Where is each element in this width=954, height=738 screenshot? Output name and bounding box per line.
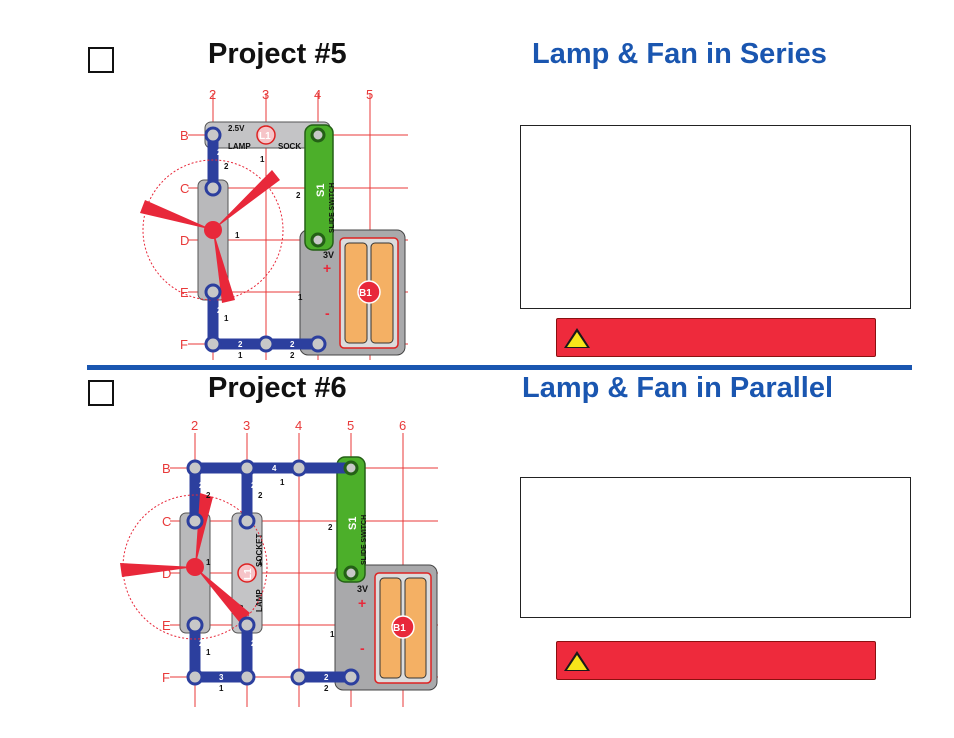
p6-snap-label: 1 <box>206 558 211 567</box>
p5-lamp-name: LAMP <box>228 142 251 151</box>
p6-snap-label: 2 <box>251 639 256 648</box>
p6-switch-id: S1 <box>347 517 359 530</box>
p6-snap-label: 2 <box>328 523 333 532</box>
p5-snap-label: 2 <box>238 340 243 349</box>
p5-battery-voltage: 3V <box>323 250 334 260</box>
p6-fan-blades-icon <box>120 493 250 623</box>
p6-row-f: F <box>162 670 170 685</box>
p5-lamp-voltage: 2.5V <box>228 124 245 133</box>
p5-snap-label: 2 <box>290 351 295 360</box>
p6-battery-id: B1 <box>393 623 406 634</box>
p5-battery-id: B1 <box>359 288 372 299</box>
p5-row-d: D <box>180 233 189 248</box>
p5-snap-label: 2 <box>217 306 222 315</box>
p6-lamp-id: L1 <box>243 568 254 580</box>
p5-snap-label: 2 <box>290 340 295 349</box>
p5-row-b: B <box>180 128 189 143</box>
p5-row-f: F <box>180 337 188 352</box>
p6-snap-label: 1 <box>330 630 335 639</box>
p5-col-2: 2 <box>209 87 216 102</box>
p5-snap-label: 2 <box>296 191 301 200</box>
p5-snap-label: 1 <box>238 351 243 360</box>
p5-switch-id: S1 <box>315 184 327 197</box>
p6-snap-label: 1 <box>258 558 263 567</box>
project6-instructions-box <box>520 477 911 618</box>
p6-col-5: 5 <box>347 418 354 433</box>
p5-lamp-socket-text: SOCK <box>278 142 301 151</box>
project6-warning-icon <box>564 651 590 671</box>
project6-checkbox[interactable] <box>88 380 114 406</box>
project5-title: Project #5 <box>208 38 347 70</box>
p5-slide-switch <box>304 124 334 251</box>
p6-snap-label: 1 <box>219 684 224 693</box>
p6-snap-label: 4 <box>272 464 277 473</box>
p5-col-3: 3 <box>262 87 269 102</box>
p6-switch-name: SLIDE SWITCH <box>361 515 368 565</box>
p6-snap-label: 2 <box>251 481 256 490</box>
p5-snap-label: 1 <box>260 155 265 164</box>
project5-warning-bar <box>556 318 876 357</box>
p6-col-2: 2 <box>191 418 198 433</box>
p6-lamp-socket-text: SOCKET <box>255 534 264 567</box>
p6-snap-label: 2 <box>206 491 211 500</box>
p5-switch-name: SLIDE SWITCH <box>329 183 336 233</box>
project5-instructions-box <box>520 125 911 309</box>
p6-snap-label: 2 <box>324 673 329 682</box>
p6-lamp-name: LAMP <box>255 589 264 612</box>
p5-row-c: C <box>180 181 189 196</box>
p6-col-3: 3 <box>243 418 250 433</box>
p5-col-5: 5 <box>366 87 373 102</box>
p6-row-b: B <box>162 461 171 476</box>
p6-battery-minus: - <box>360 640 365 656</box>
section-divider <box>87 365 912 370</box>
p6-row-d: D <box>162 566 171 581</box>
p5-battery-plus: + <box>323 260 331 276</box>
p6-snap-label: 2 <box>258 491 263 500</box>
p5-col-4: 4 <box>314 87 321 102</box>
p5-snaps <box>204 126 327 353</box>
p6-lamp-bulb-icon <box>237 563 257 583</box>
p6-fan-hub <box>186 558 204 576</box>
project6-circuit-diagram: 2 3 4 5 6 B C D E F L1 2.5V LAMP SOCKET … <box>120 418 438 707</box>
project5-checkbox[interactable] <box>88 47 114 73</box>
p5-lamp-bulb-icon <box>256 125 276 145</box>
project5-warning-icon <box>564 328 590 348</box>
p6-col-4: 4 <box>295 418 302 433</box>
project5-subtitle: Lamp & Fan in Series <box>532 38 827 70</box>
p6-blue-wires <box>189 462 357 683</box>
p5-lamp-id: L1 <box>259 131 271 142</box>
p6-snap-label: 3 <box>219 673 224 682</box>
p6-snap-label: 2 <box>324 684 329 693</box>
p6-snaps <box>186 459 360 686</box>
p6-row-e: E <box>162 618 171 633</box>
p6-battery-badge <box>391 615 415 639</box>
p5-snap-label: 1 <box>298 293 303 302</box>
p5-fan-blades-icon <box>140 170 280 303</box>
p5-battery-badge <box>357 280 381 304</box>
p6-snap-label: 1 <box>206 648 211 657</box>
project5-circuit-diagram: 2 3 4 5 B C D E F L1 2.5V LAMP SOCK B1 3… <box>140 87 408 360</box>
p6-snap-label: 1 <box>280 478 285 487</box>
p5-snap-label: 1 <box>235 231 240 240</box>
p6-snap-label: 2 <box>199 481 204 490</box>
p5-fan-hub <box>204 221 222 239</box>
project6-warning-bar <box>556 641 876 680</box>
p5-row-e: E <box>180 285 189 300</box>
p6-battery-voltage: 3V <box>357 584 368 594</box>
p5-battery-minus: - <box>325 305 330 321</box>
p6-snap-label: 2 <box>199 639 204 648</box>
p5-snap-label: 1 <box>224 314 229 323</box>
p5-snap-label: 2 <box>224 162 229 171</box>
p5-snap-label: 2 <box>217 148 222 157</box>
p6-row-c: C <box>162 514 171 529</box>
project6-subtitle: Lamp & Fan in Parallel <box>522 372 834 404</box>
project6-title: Project #6 <box>208 372 347 404</box>
p6-col-6: 6 <box>399 418 406 433</box>
p6-battery-plus: + <box>358 595 366 611</box>
p6-slide-switch <box>336 456 366 583</box>
